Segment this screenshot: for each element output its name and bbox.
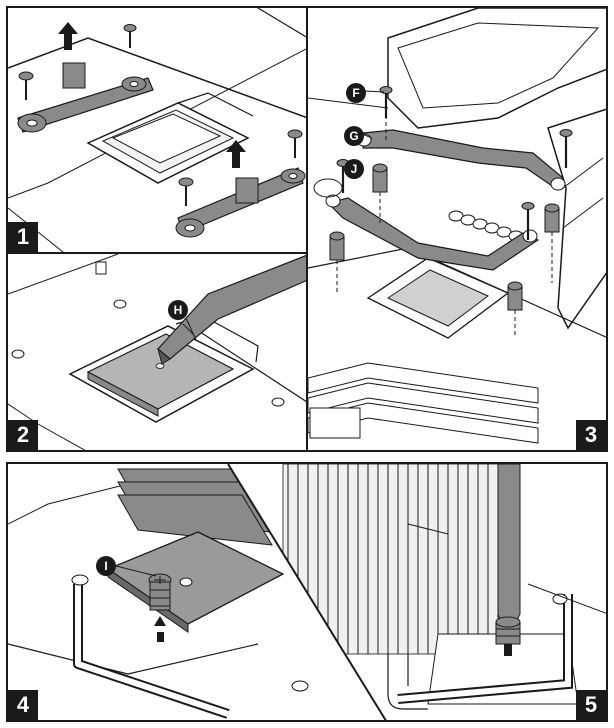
callout-j: J [344,159,364,179]
screwdriver-icon [497,464,521,641]
screw-icon [18,24,303,206]
step-3-illustration [308,8,606,444]
step-number-badge: 5 [576,690,606,720]
standoff-icon [329,163,560,311]
step-2-illustration [8,254,306,450]
callout-i: I [96,556,116,576]
step-4-illustration [8,468,309,719]
callout-g: G [344,126,364,146]
step-number-badge: 2 [8,420,38,450]
cpu-socket [68,315,259,423]
mount-bracket-right [175,167,306,238]
step-4-5-panel: I 4 5 [6,462,608,722]
callout-f: F [346,83,366,103]
step-number-badge: 3 [576,420,606,450]
step-4-5-illustration [8,464,606,720]
step-1-illustration [8,8,306,252]
lift-arrow-icon [58,22,246,168]
callout-h: H [168,300,188,320]
step-2-panel: H 2 [6,254,308,452]
mount-bracket-left [17,62,154,133]
spring-screw-icon [495,616,521,656]
capacitor-row [448,210,524,242]
step-3-panel: F G J 3 [306,6,608,452]
cpu-socket [86,92,254,184]
step-number-badge: 1 [8,222,38,252]
ram-slots [308,362,539,444]
mount-bar-lower [313,178,540,271]
step-number-badge: 4 [8,690,38,720]
step-1-panel: 1 [6,6,308,254]
cpu-socket [366,257,510,339]
spring-screw-icon [148,573,172,611]
step-5-illustration [228,464,606,720]
mount-bar-upper [356,129,566,191]
